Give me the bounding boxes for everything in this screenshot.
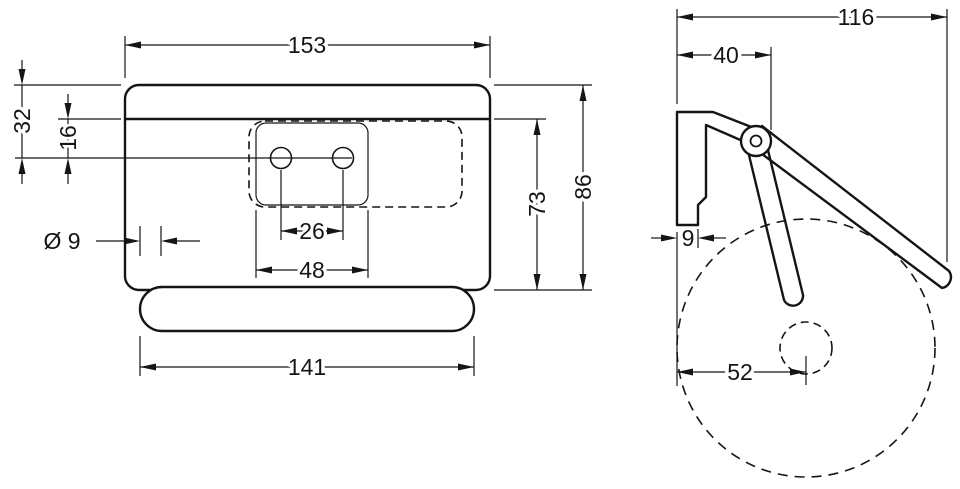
wall-bracket-outer-profile [675,110,756,227]
dim-seam-to-hole-axis: 16 [53,94,121,184]
dim-bar-width-label: 141 [288,354,326,380]
arrowhead [327,227,343,235]
dim-lip-depth-label: 9 [682,225,695,251]
wall-bracket-inner-profile [675,123,747,227]
arrowhead [64,158,72,174]
roll-outline-dashed-circle [676,218,936,478]
dim-lip-depth: 9 [651,223,726,254]
dim-hole-diameter: Ø 9 [40,225,200,258]
arrowhead [579,274,587,290]
cover-flap-profile [752,124,953,290]
dim-seam-to-hole-axis-label: 16 [55,125,81,151]
arrowhead [64,103,72,119]
mounting-window-outline [255,122,369,206]
hinge-pin-circle [749,134,763,148]
arrowhead [474,41,490,49]
arrowhead [677,51,693,59]
dim-hole-spacing: 26 [280,170,344,247]
arrowhead [698,234,714,242]
arrowhead [125,41,141,49]
arrowhead [533,119,541,135]
dim-overall-depth: 116 [676,1,948,262]
arrowhead [677,368,693,376]
arrowhead [140,363,156,371]
dim-bar-width: 141 [139,336,475,384]
arrowhead [533,274,541,290]
dim-overall-width-label: 153 [288,32,326,58]
arrowhead [458,363,474,371]
dim-hole-diameter-label: Ø 9 [43,228,80,254]
roll-bar-front-outline [138,285,476,333]
arrowhead [755,51,771,59]
dim-bracket-depth: 40 [677,39,772,130]
dim-wall-to-roll-center: 52 [676,232,807,389]
dim-overall-depth-label: 116 [838,4,875,30]
arrowhead [677,13,693,21]
roll-arm-profile [746,144,805,307]
arrowhead [18,69,26,85]
hinge-pivot-circle [739,124,773,158]
arrowhead [281,227,297,235]
dim-top-to-hole-axis: 32 [6,60,121,184]
dim-overall-width: 153 [124,29,491,78]
dim-top-to-hole-axis-label: 32 [9,108,35,134]
arrowhead [931,13,947,21]
arrowhead [161,237,177,245]
dim-wall-to-roll-center-label: 52 [727,359,753,385]
dim-bracket-depth-label: 40 [713,42,739,68]
arrowhead [352,266,368,274]
arrowhead [579,85,587,101]
dim-overall-height: 86 [494,84,600,291]
side-view: 116 40 9 52 [651,1,953,478]
dim-plate-window-width: 48 [255,210,369,287]
arrowhead [124,237,140,245]
dim-overall-height-label: 86 [570,174,596,200]
dim-hole-spacing-label: 26 [299,218,325,244]
arrowhead [256,266,272,274]
dim-body-height-label: 73 [524,191,550,217]
arrowhead [790,368,806,376]
arrowhead [661,234,677,242]
dim-body-height: 73 [494,118,554,290]
arrowhead [18,158,26,174]
front-view: 153 32 16 Ø 9 [6,29,600,384]
dim-plate-window-width-label: 48 [299,257,325,283]
